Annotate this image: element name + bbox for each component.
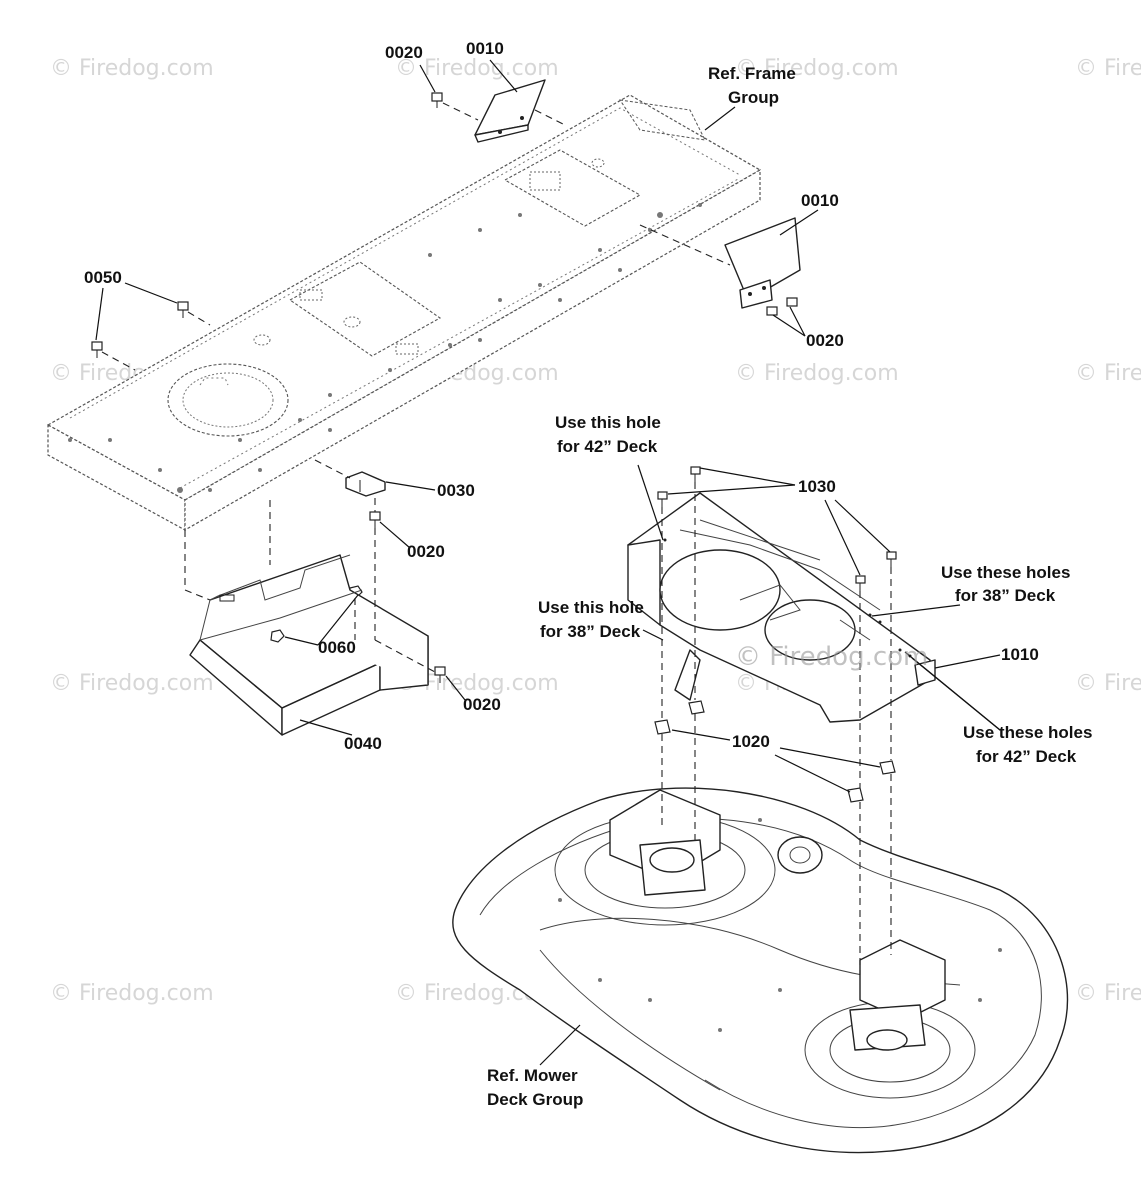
label-0040: 0040 — [344, 734, 382, 753]
part-0030 — [345, 471, 386, 497]
label-1010: 1010 — [1001, 645, 1039, 664]
part-0010-top — [474, 79, 546, 143]
label-ref-frame-group: Group — [728, 88, 779, 107]
bolt-icon — [886, 551, 897, 567]
label-use-hole-38-line2: for 38” Deck — [540, 622, 641, 641]
label-0050: 0050 — [84, 268, 122, 287]
label-0030: 0030 — [437, 481, 475, 500]
label-1030: 1030 — [798, 477, 836, 496]
bolt-icon — [766, 306, 778, 316]
watermark: © Firedog.com — [50, 671, 214, 696]
bolt-icon — [177, 301, 189, 318]
watermark: © Firedog.com — [735, 642, 928, 672]
watermark: © Firedog.com — [1075, 981, 1141, 1006]
label-1020: 1020 — [732, 732, 770, 751]
label-0010-top: 0010 — [466, 39, 504, 58]
bolt-icon — [690, 466, 701, 482]
label-0020-top: 0020 — [385, 43, 423, 62]
label-ref-frame: Ref. Frame — [708, 64, 796, 83]
bolt-icon — [786, 297, 798, 307]
watermark: © Firedog.com — [735, 56, 899, 81]
frame-group — [46, 94, 762, 532]
watermark: © Firedog.com — [1075, 671, 1141, 696]
bolt-icon — [369, 511, 381, 528]
mower-deck — [452, 787, 1069, 1154]
bolt-icon — [91, 341, 103, 358]
label-use-holes-38-line2: for 38” Deck — [955, 586, 1056, 605]
label-0010-right: 0010 — [801, 191, 839, 210]
assembly-lines — [101, 102, 892, 975]
label-use-holes-42-line2: for 42” Deck — [976, 747, 1077, 766]
label-use-hole-38-line1: Use this hole — [538, 598, 644, 617]
leader-lines — [95, 59, 1001, 1066]
label-0020-mid: 0020 — [407, 542, 445, 561]
label-use-holes-38-line1: Use these holes — [941, 563, 1070, 582]
labels: 0020 0010 Ref. Frame Group 0010 0050 002… — [84, 39, 1092, 1109]
label-use-hole-42-line1: Use this hole — [555, 413, 661, 432]
label-0020-right: 0020 — [806, 331, 844, 350]
label-ref-mower: Ref. Mower — [487, 1066, 578, 1085]
watermark: © Firedog.com — [1075, 56, 1141, 81]
bolt-icon — [434, 666, 446, 683]
bolt-icon — [855, 575, 866, 591]
bolt-icon — [431, 92, 443, 108]
part-0010-right — [724, 217, 801, 309]
part-0040 — [189, 554, 429, 736]
label-use-holes-42-line1: Use these holes — [963, 723, 1092, 742]
watermark: © Firedog.com — [50, 56, 214, 81]
bolt-icon — [657, 491, 668, 507]
label-0020-low: 0020 — [463, 695, 501, 714]
label-0060: 0060 — [318, 638, 356, 657]
watermark: © Firedog.com — [1075, 361, 1141, 386]
watermark: © Firedog.com — [50, 981, 214, 1006]
part-1020 — [654, 700, 896, 803]
watermark: © Firedog.com — [735, 361, 899, 386]
label-use-hole-42-line2: for 42” Deck — [557, 437, 658, 456]
label-ref-mower-deck-group: Deck Group — [487, 1090, 583, 1109]
part-1010 — [627, 492, 936, 723]
